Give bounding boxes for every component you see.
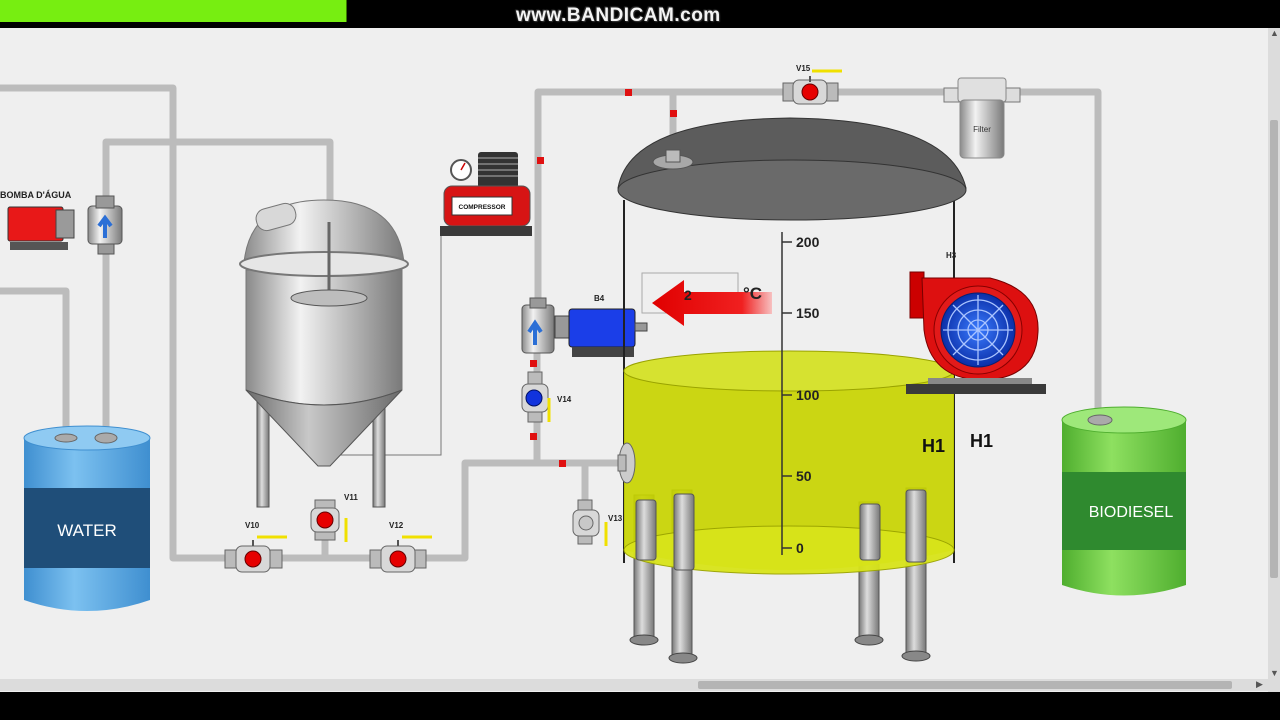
vertical-scroll-thumb[interactable] — [1270, 120, 1278, 578]
arrow-left-icon — [652, 280, 772, 326]
valve-indicator — [244, 550, 262, 568]
biodiesel-band — [1062, 472, 1186, 550]
water-pump[interactable]: BOMBA D'ÁGUA — [0, 190, 123, 255]
valve-label: V13 — [608, 514, 623, 523]
valve-label: V14 — [557, 395, 572, 404]
valve-v11[interactable]: V11 — [310, 493, 358, 542]
pipe-main-loop — [0, 84, 622, 562]
scale-tick: 200 — [796, 234, 820, 250]
compressor-base — [440, 226, 532, 236]
scale-tick: 50 — [796, 468, 812, 484]
progress-bar — [0, 0, 347, 22]
heater-blower-h3[interactable]: H3 — [906, 251, 1046, 394]
b4-motor — [568, 308, 636, 348]
flow-marker — [530, 433, 537, 440]
flow-marker — [625, 89, 632, 96]
scale-tick: 150 — [796, 305, 820, 321]
pipe-pump-reactor — [102, 138, 334, 440]
pipe-water-return — [0, 287, 70, 440]
watermark-text: www.BANDICAM.com — [516, 5, 721, 26]
scale-tick: 0 — [796, 540, 804, 556]
arrow-up-icon — [527, 319, 543, 345]
liquid-surface — [623, 350, 955, 392]
flow-marker — [670, 110, 677, 117]
reactor-vessel[interactable] — [239, 199, 409, 541]
valve-v15[interactable]: V15 — [782, 64, 842, 105]
valve-indicator — [316, 511, 334, 529]
valve-v13[interactable]: V13 — [572, 499, 623, 546]
scada-canvas: BOMBA D'ÁGUA WATER — [0, 28, 1268, 692]
valve-label: V12 — [389, 521, 404, 530]
valve-indicator — [525, 389, 543, 407]
pump-label: BOMBA D'ÁGUA — [0, 190, 72, 200]
h1-label-outer: H1 — [970, 431, 993, 451]
compressor[interactable]: COMPRESSOR — [440, 152, 532, 236]
pump-motor — [7, 206, 64, 242]
valve-v14[interactable]: V14 — [521, 371, 572, 423]
vertical-scrollbar[interactable]: ▲ ▼ — [1268, 28, 1280, 692]
temperature-value: 2 — [684, 287, 692, 303]
temperature-unit: °C — [743, 284, 762, 303]
biodiesel-barrel: BIODIESEL — [1061, 406, 1187, 596]
flow-markers — [530, 89, 677, 467]
biodiesel-label: BIODIESEL — [1089, 504, 1174, 521]
water-band — [24, 488, 150, 568]
valve-label: V11 — [344, 493, 358, 502]
arrow-up-icon — [97, 214, 113, 238]
temperature-indicator: 2 °C — [641, 272, 772, 326]
water-label: WATER — [57, 521, 117, 540]
filter: Filter — [943, 77, 1021, 159]
water-barrel: WATER — [23, 425, 151, 611]
scale-tick: 100 — [796, 387, 820, 403]
filter-label: Filter — [973, 125, 991, 134]
process-diagram: BOMBA D'ÁGUA WATER — [0, 64, 1187, 664]
valve-indicator — [801, 83, 819, 101]
scroll-up-icon[interactable]: ▲ — [1270, 28, 1279, 38]
valve-indicator — [389, 550, 407, 568]
b4-label: B4 — [594, 294, 605, 303]
scroll-right-icon[interactable]: ▶ — [1256, 679, 1263, 689]
valve-v12[interactable]: V12 — [369, 521, 432, 573]
scroll-down-icon[interactable]: ▼ — [1270, 668, 1279, 678]
main-tank: 200 150 100 50 0 H1 H1 — [617, 117, 993, 664]
horizontal-scrollbar[interactable]: ▶ — [0, 679, 1268, 691]
valve-label: V10 — [245, 521, 260, 530]
valve-v10[interactable]: V10 — [224, 521, 287, 573]
flow-marker — [530, 360, 537, 367]
pump-base — [10, 242, 68, 250]
flow-marker — [559, 460, 566, 467]
h3-label: H3 — [946, 251, 957, 260]
pump-b4[interactable]: B4 — [521, 294, 648, 357]
flow-marker — [537, 157, 544, 164]
valve-label: V15 — [796, 64, 811, 73]
horizontal-scroll-thumb[interactable] — [698, 681, 1232, 689]
h1-label: H1 — [922, 436, 945, 456]
compressor-label: COMPRESSOR — [459, 204, 506, 211]
tank-lid — [617, 159, 967, 221]
pump-coupling — [55, 209, 75, 239]
